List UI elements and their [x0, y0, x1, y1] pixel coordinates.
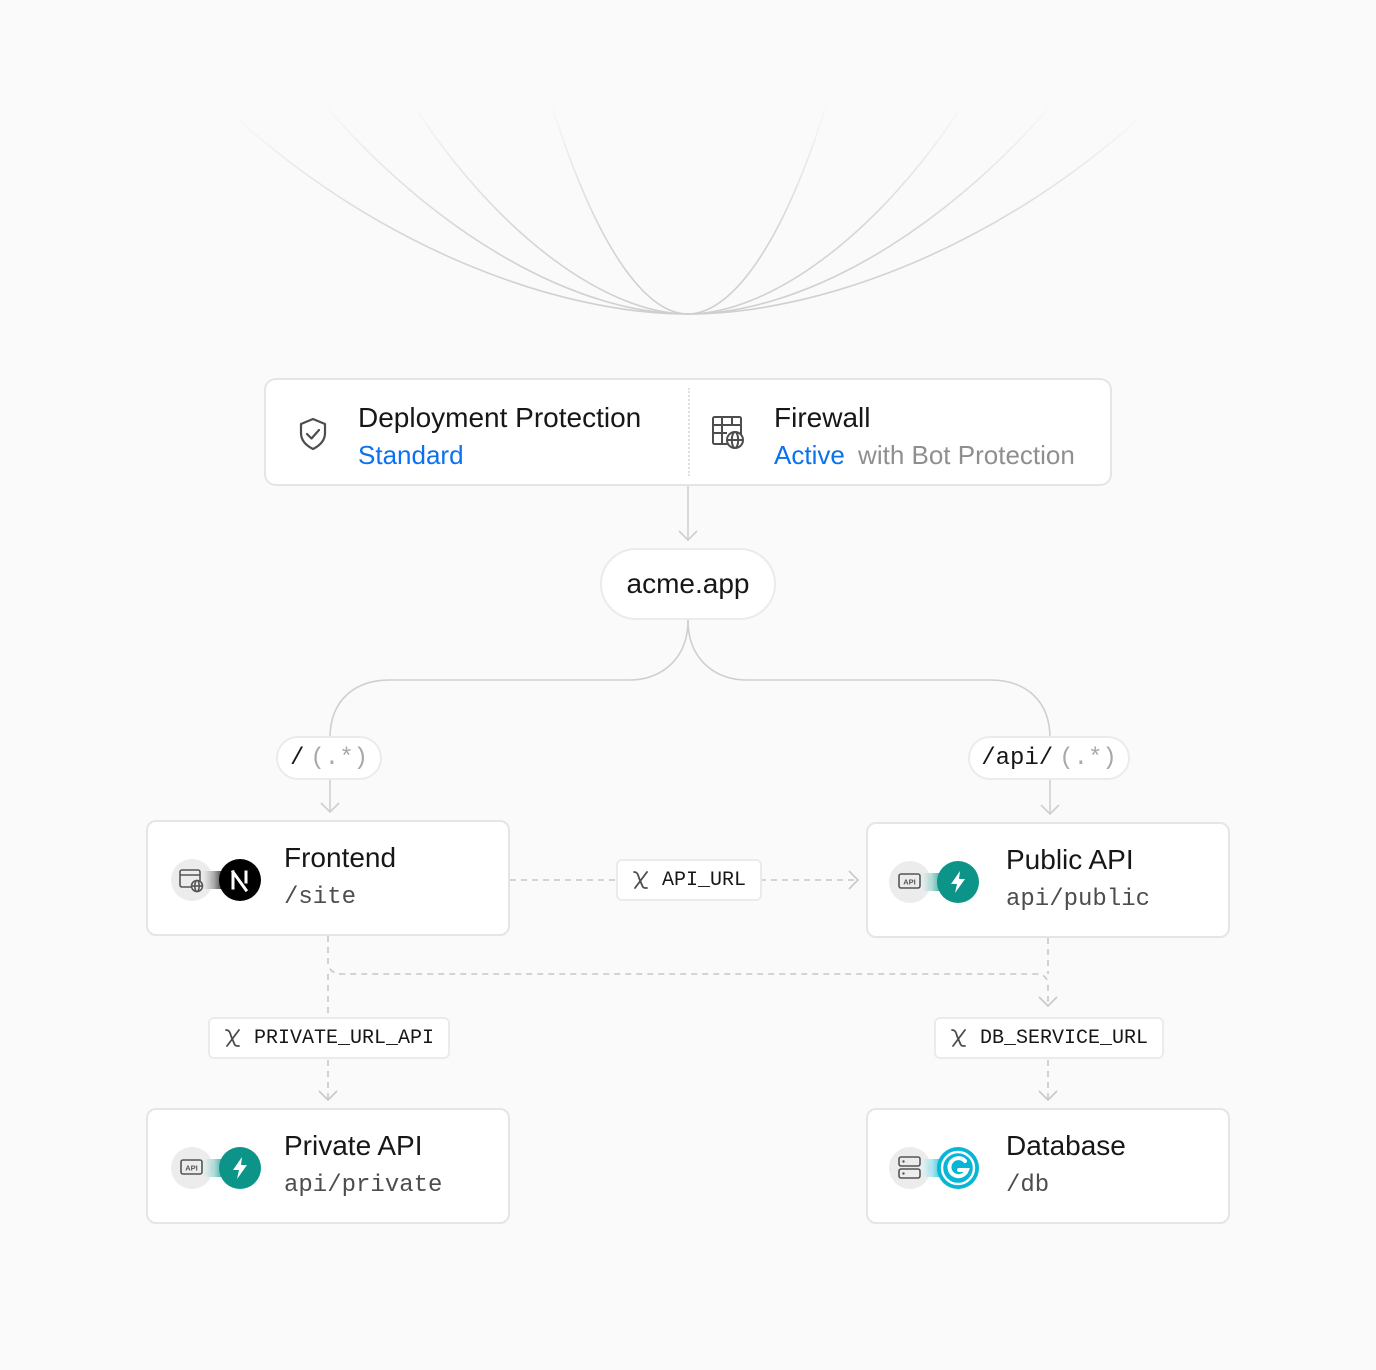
- traffic-funnel: [100, 99, 1276, 378]
- env-tag-private-url-api[interactable]: PRIVATE_URL_API: [208, 1017, 451, 1059]
- node-path: api/private: [284, 1172, 443, 1199]
- domain-pill[interactable]: acme.app: [600, 548, 776, 620]
- deployment-protection-status[interactable]: Standard: [358, 440, 464, 470]
- deployment-protection-title: Deployment Protection: [358, 402, 642, 433]
- frontend-node[interactable]: Frontend /site: [146, 820, 510, 936]
- database-icon-pair: [888, 1146, 980, 1190]
- solid-connectors: [320, 486, 1060, 816]
- firewall-title: Firewall: [774, 402, 871, 433]
- gateway-card: Deployment Protection Standard Firewall: [264, 378, 1112, 486]
- firewall-detail: with Bot Protection: [858, 440, 1075, 470]
- private-api-node[interactable]: API Private API api/private: [146, 1108, 510, 1224]
- env-tag-api-url[interactable]: API_URL: [616, 859, 763, 901]
- firewall-status-line: Active with Bot Protection: [774, 440, 1075, 471]
- route-pattern: (.*): [310, 744, 368, 772]
- dashed-connectors: [327, 879, 1049, 1100]
- node-title: Frontend: [284, 842, 397, 873]
- gateway-divider: [688, 388, 690, 476]
- public-api-icon-pair: API: [888, 860, 980, 904]
- variable-icon: [225, 1029, 240, 1047]
- variable-icon: [951, 1029, 966, 1047]
- env-tag-label: PRIVATE_URL_API: [254, 1026, 435, 1050]
- route-pattern: (.*): [1059, 744, 1117, 772]
- frontend-icon-pair: [170, 858, 262, 902]
- shield-icon: [296, 416, 330, 457]
- api-icon: [889, 861, 931, 903]
- public-api-node[interactable]: API Public API api/public: [866, 822, 1230, 938]
- route-prefix: /api/: [981, 744, 1054, 772]
- route-pill-api[interactable]: /api/ (.*): [968, 736, 1130, 780]
- firewall-globe-icon: [710, 414, 746, 455]
- node-title: Database: [1006, 1130, 1126, 1161]
- node-path: /site: [284, 884, 357, 911]
- database-node[interactable]: Database /db: [866, 1108, 1230, 1224]
- node-title: Public API: [1006, 844, 1134, 875]
- node-title: Private API: [284, 1130, 423, 1161]
- deployment-protection-panel[interactable]: Deployment Protection Standard: [266, 380, 688, 484]
- g-service-icon: [937, 1147, 979, 1189]
- env-tag-label: API_URL: [662, 868, 747, 892]
- svg-text:API: API: [903, 878, 916, 887]
- node-path: api/public: [1006, 886, 1151, 913]
- env-tag-db-service-url[interactable]: DB_SERVICE_URL: [934, 1017, 1165, 1059]
- route-prefix: /: [289, 744, 305, 772]
- svg-text:API: API: [185, 1164, 198, 1173]
- env-tag-label: DB_SERVICE_URL: [980, 1026, 1149, 1050]
- firewall-status[interactable]: Active: [774, 440, 845, 470]
- route-pill-root[interactable]: / (.*): [276, 736, 382, 780]
- variable-icon: [633, 871, 648, 889]
- api-icon: [171, 1147, 213, 1189]
- node-path: /db: [1006, 1172, 1050, 1199]
- private-api-icon-pair: API: [170, 1146, 262, 1190]
- firewall-panel[interactable]: Firewall Active with Bot Protection: [690, 380, 1110, 484]
